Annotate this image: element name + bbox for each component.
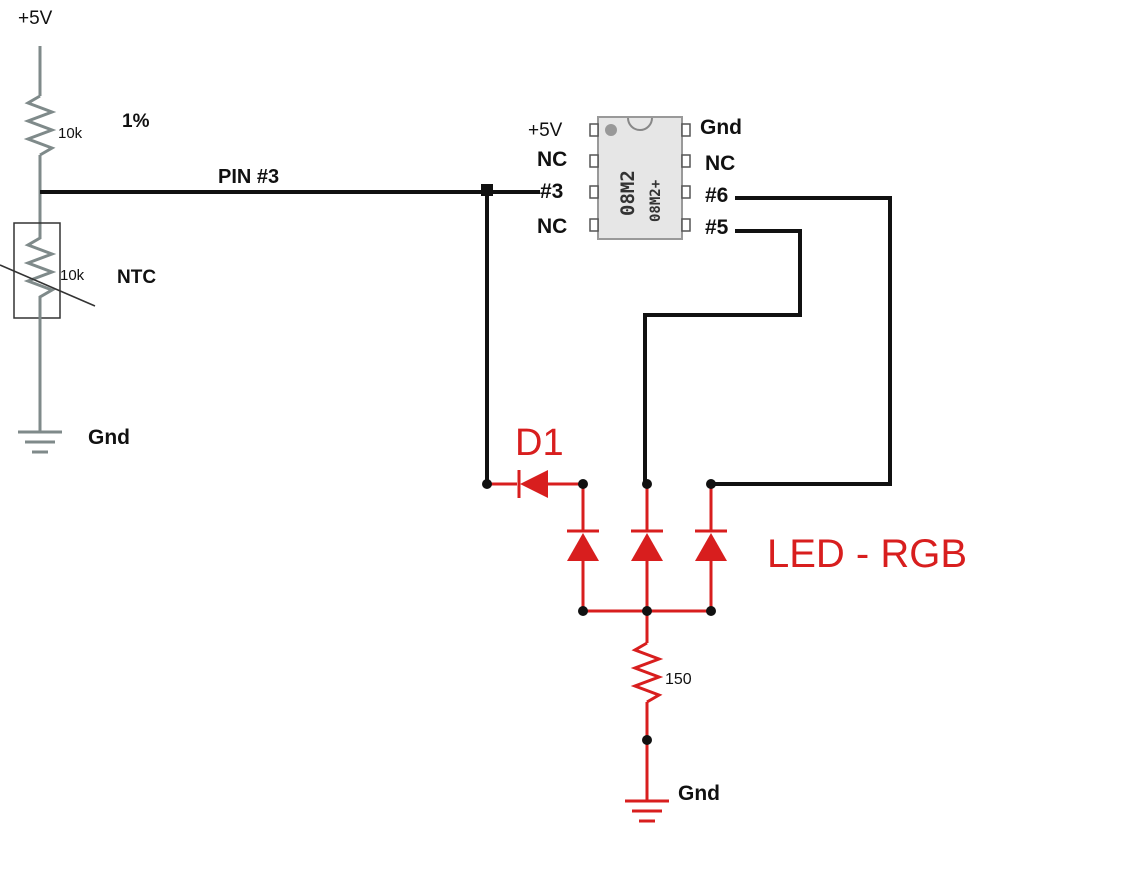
control-wires: PIN #3: [40, 166, 892, 486]
r1-value: 10k: [58, 125, 83, 142]
junction-led1-top: [578, 479, 588, 489]
ntc-value: 10k: [60, 267, 85, 284]
ntc-slash: [0, 264, 96, 307]
chip-pin2: [589, 154, 599, 168]
chip-pin3-label: #3: [540, 180, 563, 203]
chip-pin7: [681, 154, 691, 168]
pin5-wire: [643, 229, 802, 484]
vcc-label-top: +5V: [18, 8, 53, 29]
gnd-label-left: Gnd: [88, 426, 130, 449]
chip-part-label-2: 08M2+: [648, 180, 664, 222]
junction-led2-bottom: [642, 606, 652, 616]
resistor-150-icon: [630, 641, 664, 704]
junction-d1-left: [482, 479, 492, 489]
chip-vcc-label: +5V: [528, 120, 563, 141]
chip-pin5: [681, 218, 691, 232]
ntc-thermistor-icon: [23, 228, 57, 318]
junction-dots: [482, 479, 716, 745]
ntc-box: [13, 222, 61, 319]
pin3-junction: [481, 184, 493, 196]
chip-pin3: [589, 185, 599, 199]
r150-value: 150: [665, 671, 692, 688]
chip-pin1: [589, 123, 599, 137]
resistor-r1-icon: [23, 94, 57, 157]
junction-led3-top: [706, 479, 716, 489]
junction-led2-top: [642, 479, 652, 489]
chip-pin5-label: #5: [705, 216, 729, 239]
ground-icon-left: [18, 430, 62, 454]
chip-pin4: [589, 218, 599, 232]
chip-gnd-label: Gnd: [700, 116, 742, 139]
chip-body: [597, 116, 683, 240]
ground-icon-bottom: [625, 799, 669, 823]
chip-pin1-marker: [605, 124, 617, 136]
led-red-icon: [567, 484, 599, 611]
junction-led3-bottom: [706, 606, 716, 616]
pin6-wire: [712, 196, 892, 486]
led-green-icon: [631, 484, 663, 611]
diode-d1-icon: [520, 470, 548, 498]
chip-nc2-label: NC: [537, 215, 567, 238]
junction-r150-bottom: [642, 735, 652, 745]
junction-led1-bottom: [578, 606, 588, 616]
picaxe-08m2-chip: 08M2 08M2+ +5V NC #3 NC Gnd NC #6 #5: [528, 116, 742, 240]
voltage-divider: +5V 10k 1% 10k NTC Gnd: [0, 8, 156, 454]
led-rgb-label: LED - RGB: [767, 532, 967, 576]
chip-nc1-label: NC: [537, 148, 567, 171]
led-blue-icon: [695, 484, 727, 611]
ntc-label: NTC: [117, 267, 156, 288]
chip-pin6-label: #6: [705, 184, 728, 207]
chip-pin8: [681, 123, 691, 137]
pin3-net-label: PIN #3: [218, 166, 279, 188]
r1-tolerance: 1%: [122, 111, 150, 132]
led-section: D1 LED - RGB 150: [487, 422, 967, 823]
chip-part-label: 08M2: [617, 170, 639, 216]
d1-label: D1: [515, 422, 564, 464]
chip-nc3-label: NC: [705, 152, 735, 175]
gnd-label-bottom: Gnd: [678, 782, 720, 805]
chip-pin6: [681, 185, 691, 199]
chip-notch: [627, 117, 653, 131]
